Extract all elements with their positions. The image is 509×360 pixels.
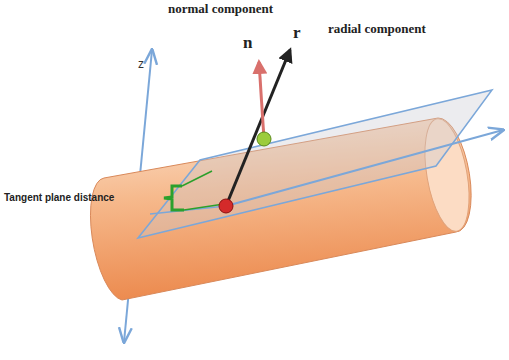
vector-label: n <box>243 34 252 53</box>
surface-point <box>257 132 271 146</box>
dimension-label: Tangent plane distance <box>4 192 114 203</box>
axis-label: z <box>138 58 144 71</box>
axis-point <box>219 199 233 213</box>
radial-vector <box>226 50 290 206</box>
component-label: normal component <box>168 2 273 16</box>
cylinder-axis <box>226 130 503 206</box>
normal-vector <box>259 62 264 139</box>
vector-label: r <box>293 24 301 43</box>
distance-bracket <box>164 186 184 210</box>
bracket-leader <box>182 171 224 210</box>
component-label: radial component <box>328 22 426 36</box>
tangent-plane <box>138 90 492 238</box>
